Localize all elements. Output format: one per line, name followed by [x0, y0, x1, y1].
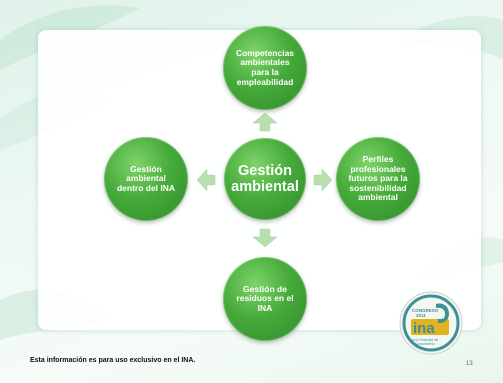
- svg-text:CONGRESO: CONGRESO: [412, 308, 439, 313]
- footer-note: Esta información es para uso exclusivo e…: [30, 357, 196, 364]
- arrow-down-icon: [252, 228, 278, 248]
- svg-text:2011: 2011: [416, 313, 426, 318]
- arrow-up-icon: [252, 112, 278, 132]
- svg-text:en la Sociedad del: en la Sociedad del: [412, 338, 439, 342]
- arrow-left-icon: [196, 168, 216, 192]
- node-top-label: Competencias ambientales para la empleab…: [235, 47, 295, 87]
- node-right-label: Perfiles profesionales futuros para la s…: [348, 154, 408, 203]
- node-bottom-label: Gestión de residuos en el INA: [236, 283, 294, 313]
- svg-text:ina: ina: [413, 320, 435, 337]
- node-top: Competencias ambientales para la empleab…: [223, 26, 307, 110]
- node-center: Gestión ambiental: [224, 138, 306, 220]
- svg-text:Conocimiento: Conocimiento: [415, 342, 435, 346]
- page-number: 13: [466, 361, 473, 367]
- node-left: Gestión ambiental dentro del INA: [104, 137, 188, 221]
- node-right: Perfiles profesionales futuros para la s…: [336, 137, 420, 221]
- node-bottom: Gestión de residuos en el INA: [223, 257, 307, 341]
- node-center-label: Gestión ambiental: [231, 162, 299, 195]
- ina-congress-logo: CONGRESO 2011 ina en la Sociedad del Con…: [399, 291, 463, 355]
- arrow-right-icon: [313, 168, 333, 192]
- node-left-label: Gestión ambiental dentro del INA: [116, 163, 176, 193]
